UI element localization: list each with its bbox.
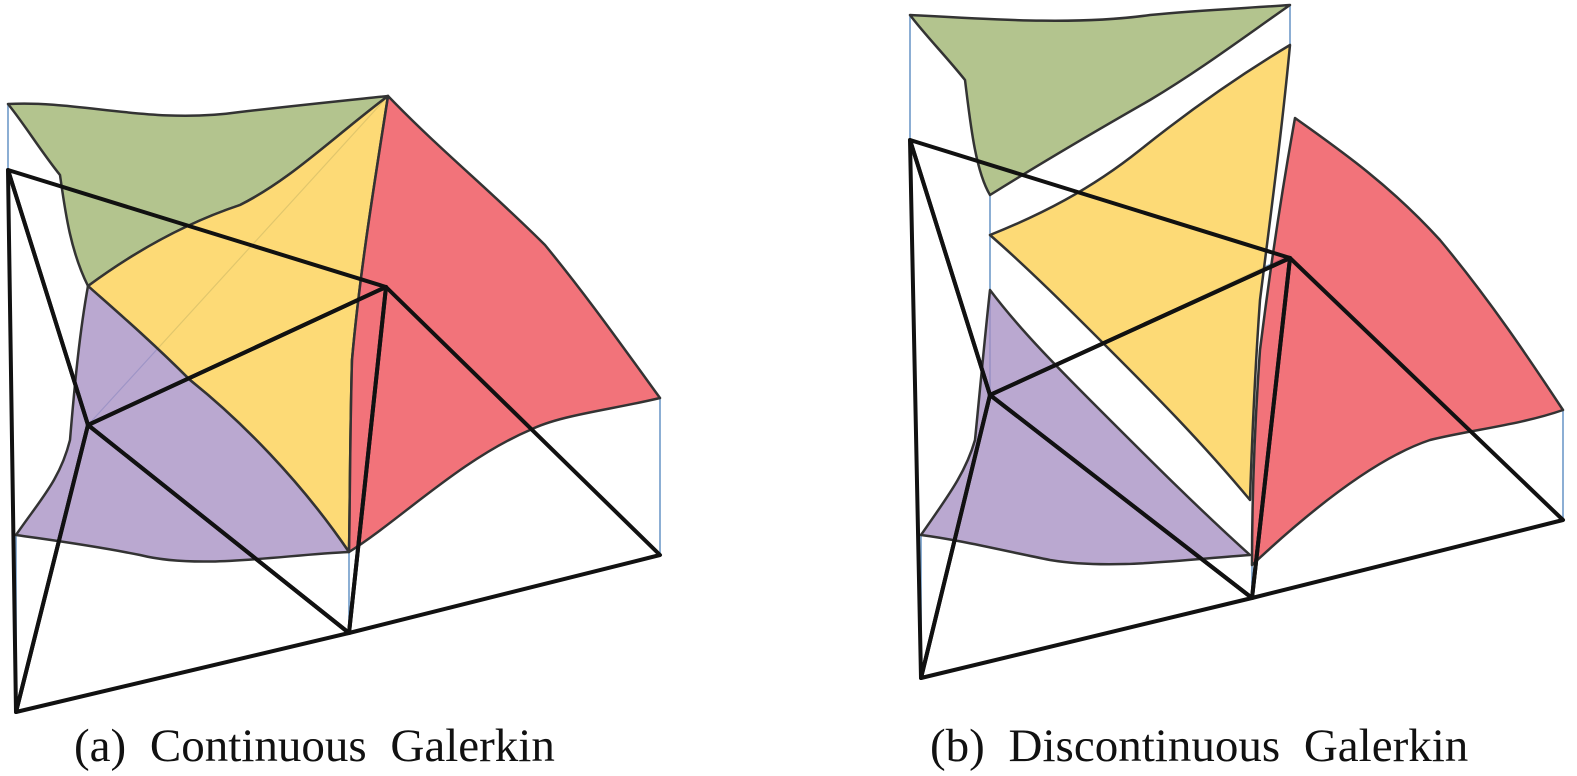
panel-b-purple-element: [919, 288, 1252, 566]
panel-a-red-element: [347, 94, 662, 554]
panel-b-yellow-element: [988, 43, 1292, 502]
caption-discontinuous-galerkin: (b) Discontinuous Galerkin: [930, 720, 1469, 772]
panel-a-purple-element: [14, 284, 351, 563]
panel-b-green-element: [908, 3, 1292, 197]
panel-b-red-element: [1250, 116, 1565, 567]
caption-continuous-galerkin: (a) Continuous Galerkin: [74, 720, 555, 772]
panel-a-continuous: [6, 94, 662, 714]
panel-b-discontinuous: [908, 3, 1565, 680]
panel-a-mesh: [6, 168, 662, 714]
panel-b-mesh: [908, 138, 1565, 680]
